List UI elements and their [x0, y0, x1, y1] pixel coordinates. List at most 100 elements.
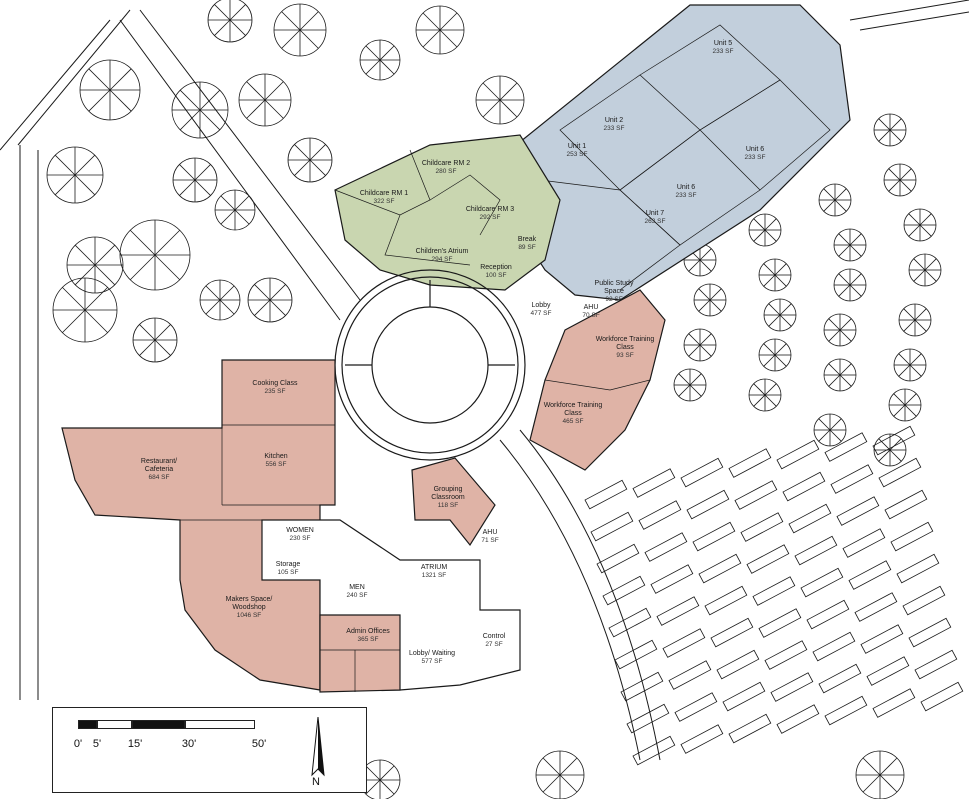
tree-branch	[774, 354, 787, 367]
tree-branch	[879, 774, 898, 793]
tree-branch	[294, 144, 311, 161]
tree-branch	[764, 229, 777, 242]
seat-row	[920, 681, 964, 712]
tree-branch	[889, 449, 902, 462]
tree-branch	[179, 109, 201, 131]
seat-row	[662, 628, 706, 658]
tree-branch	[482, 99, 501, 118]
seat-row	[698, 553, 742, 584]
tree-branch	[299, 29, 319, 49]
scale-tick-0: 0'	[73, 738, 83, 750]
seat-row	[902, 585, 946, 616]
tree-branch	[109, 89, 132, 112]
tree-branch	[379, 765, 395, 781]
seat-row	[788, 503, 832, 534]
tree-branch	[924, 269, 937, 282]
tree-branch	[154, 229, 181, 256]
scale-seg-4	[185, 720, 255, 729]
tree-branch	[234, 195, 250, 211]
tree-branch	[229, 19, 246, 36]
tree-branch	[94, 264, 116, 286]
tree-branch	[828, 318, 841, 331]
tree-branch	[919, 213, 932, 226]
tree-branch	[879, 757, 898, 776]
tree-branch	[269, 299, 286, 316]
seat-row	[794, 535, 838, 566]
tree-branch	[774, 274, 787, 287]
scale-tick-5: 5'	[92, 738, 102, 750]
tree-branch	[109, 68, 132, 91]
seat-row	[626, 703, 670, 734]
seat-row	[686, 489, 730, 520]
tree-branch	[909, 364, 922, 377]
tree-branch	[763, 343, 776, 356]
seat-row	[860, 624, 904, 654]
tree-branch	[914, 319, 927, 332]
seat-row	[614, 639, 658, 670]
tree-branch	[878, 438, 891, 451]
tree-branch	[893, 404, 906, 417]
tree-branch	[823, 199, 836, 212]
seat-row	[782, 471, 826, 502]
seat-row	[914, 649, 958, 680]
seat-row	[722, 681, 766, 712]
tree-branch	[365, 765, 381, 781]
tree-branch	[753, 394, 766, 407]
tree-branch	[779, 303, 792, 316]
tree-branch	[889, 118, 902, 131]
north-arrow-icon	[311, 716, 325, 777]
tree-branch	[768, 303, 781, 316]
tree-branch	[229, 4, 246, 21]
tree-branch	[709, 299, 722, 312]
seat-row	[692, 521, 736, 552]
tree-branch	[205, 299, 221, 315]
tree-branch	[84, 309, 108, 333]
seat-row	[812, 631, 856, 662]
tree-branch	[764, 394, 777, 407]
tree-branch	[365, 59, 381, 75]
seat-row	[866, 656, 910, 686]
tree-branch	[709, 288, 722, 301]
tree-branch	[904, 393, 917, 406]
tree-branch	[179, 89, 201, 111]
tree-branch	[246, 99, 266, 119]
tree-branch	[54, 174, 76, 196]
tree-branch	[499, 82, 518, 101]
tree-branch	[753, 383, 766, 396]
scale-seg-2	[97, 720, 132, 729]
seat-row	[668, 660, 712, 690]
tree-branch	[753, 218, 766, 231]
tree-branch	[899, 168, 912, 181]
tree-branch	[839, 318, 852, 331]
seat-row	[710, 617, 754, 648]
seat-row	[620, 671, 664, 702]
seat-row	[818, 663, 862, 694]
seat-row	[800, 567, 844, 598]
tree-branch	[559, 757, 578, 776]
seat-row	[740, 512, 784, 542]
tree-branch	[913, 258, 926, 271]
commercial-wing	[61, 359, 336, 691]
seat-row	[896, 553, 940, 584]
tree-branch	[878, 449, 891, 462]
tree-branch	[254, 284, 271, 301]
admin-block	[319, 614, 401, 693]
tree-branch	[678, 384, 691, 397]
tree-branch	[246, 81, 266, 101]
tree-branch	[849, 284, 862, 297]
tree-branch	[689, 384, 702, 397]
